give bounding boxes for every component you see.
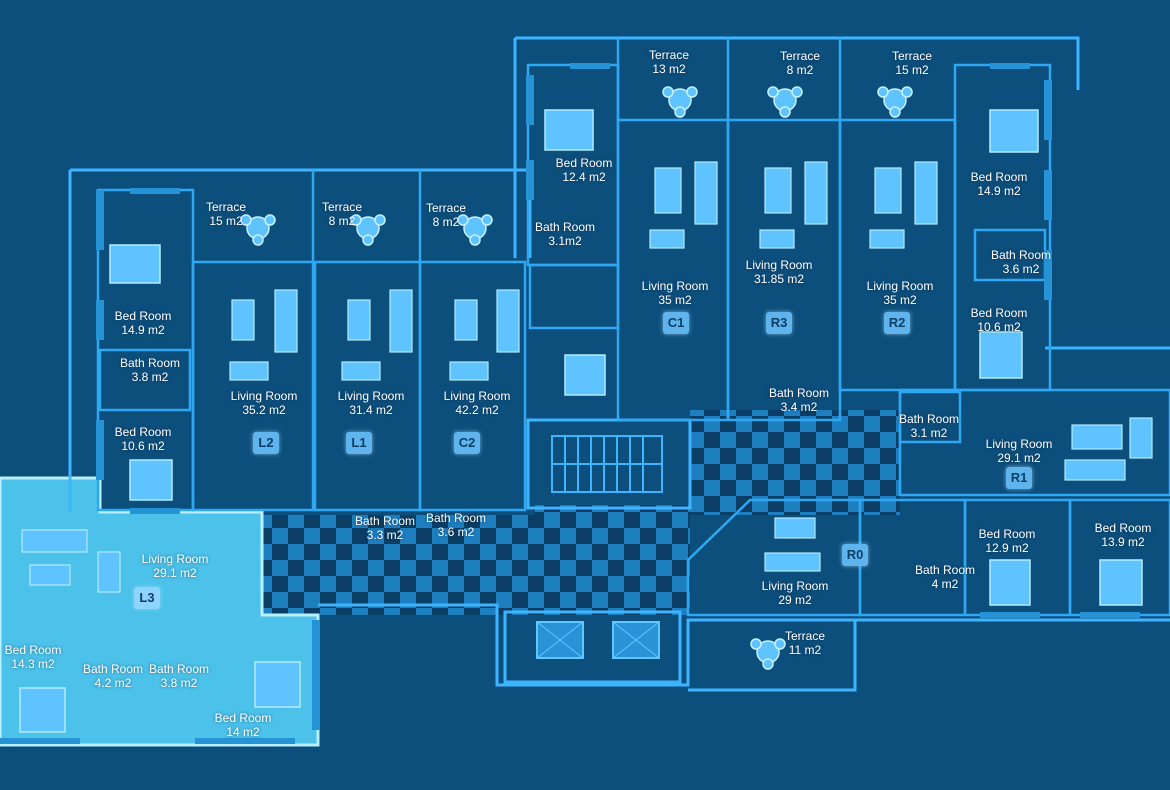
unit-badge-r2[interactable]: R2 (884, 312, 910, 334)
unit-badge-l1[interactable]: L1 (346, 432, 372, 454)
unit-badge-r3[interactable]: R3 (766, 312, 792, 334)
unit-badge-l2[interactable]: L2 (253, 432, 279, 454)
corridor (262, 410, 900, 615)
unit-badge-r1[interactable]: R1 (1006, 467, 1032, 489)
elevators (536, 621, 660, 659)
terrace-tables (240, 86, 913, 670)
unit-badge-c2[interactable]: C2 (454, 432, 480, 454)
wall-hatching (0, 63, 1140, 744)
unit-badge-r0[interactable]: R0 (842, 544, 868, 566)
unit-badge-c1[interactable]: C1 (663, 312, 689, 334)
building-walls (68, 36, 1170, 692)
unit-badge-l3[interactable]: L3 (134, 587, 160, 609)
staircase (551, 435, 663, 493)
living-furniture (21, 161, 1153, 593)
bed-furniture (19, 109, 1143, 733)
